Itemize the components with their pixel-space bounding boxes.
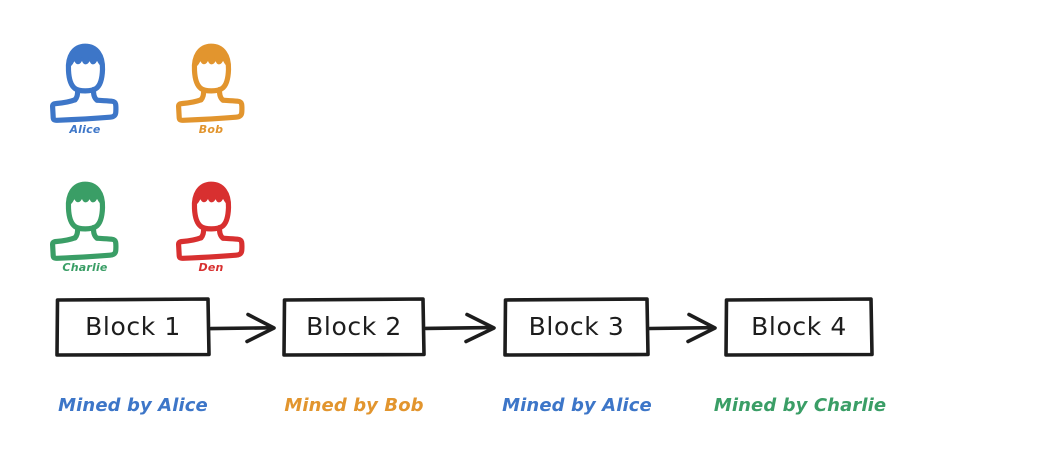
participant-bob: Bob xyxy=(168,34,254,136)
block-miner-caption-4: Mined by Charlie xyxy=(713,395,887,416)
block-label: Block 4 xyxy=(751,311,847,341)
block-label: Block 3 xyxy=(528,311,625,341)
right-arrow-icon xyxy=(424,310,505,346)
block-label: Block 2 xyxy=(306,311,402,341)
participant-label: Charlie xyxy=(62,261,108,274)
person-avatar-icon xyxy=(168,172,254,264)
block-miner-caption-3: Mined by Alice xyxy=(502,395,652,416)
block-outline xyxy=(282,297,426,357)
person-avatar-icon xyxy=(42,172,128,264)
blockchain-diagram: Block 1 Block 2 xyxy=(0,296,1046,426)
participant-charlie: Charlie xyxy=(42,172,128,274)
block-node-2[interactable]: Block 2 xyxy=(281,296,427,358)
person-avatar-icon xyxy=(42,34,128,126)
right-arrow-icon xyxy=(648,310,726,346)
participant-label: Alice xyxy=(69,123,101,136)
right-arrow-icon xyxy=(209,310,284,346)
block-miner-caption-1: Mined by Alice xyxy=(58,395,208,416)
block-outline xyxy=(503,297,650,357)
block-node-4[interactable]: Block 4 xyxy=(723,296,875,358)
participant-alice: Alice xyxy=(42,34,128,136)
block-outline xyxy=(55,297,211,357)
block-node-1[interactable]: Block 1 xyxy=(54,296,212,358)
block-outline xyxy=(724,297,874,357)
block-miner-caption-2: Mined by Bob xyxy=(284,395,424,416)
person-avatar-icon xyxy=(168,34,254,126)
block-label: Block 1 xyxy=(85,311,181,341)
participant-label: Bob xyxy=(198,123,224,136)
participant-label: Den xyxy=(198,261,224,274)
block-node-3[interactable]: Block 3 xyxy=(502,296,651,358)
participant-den: Den xyxy=(168,172,254,274)
